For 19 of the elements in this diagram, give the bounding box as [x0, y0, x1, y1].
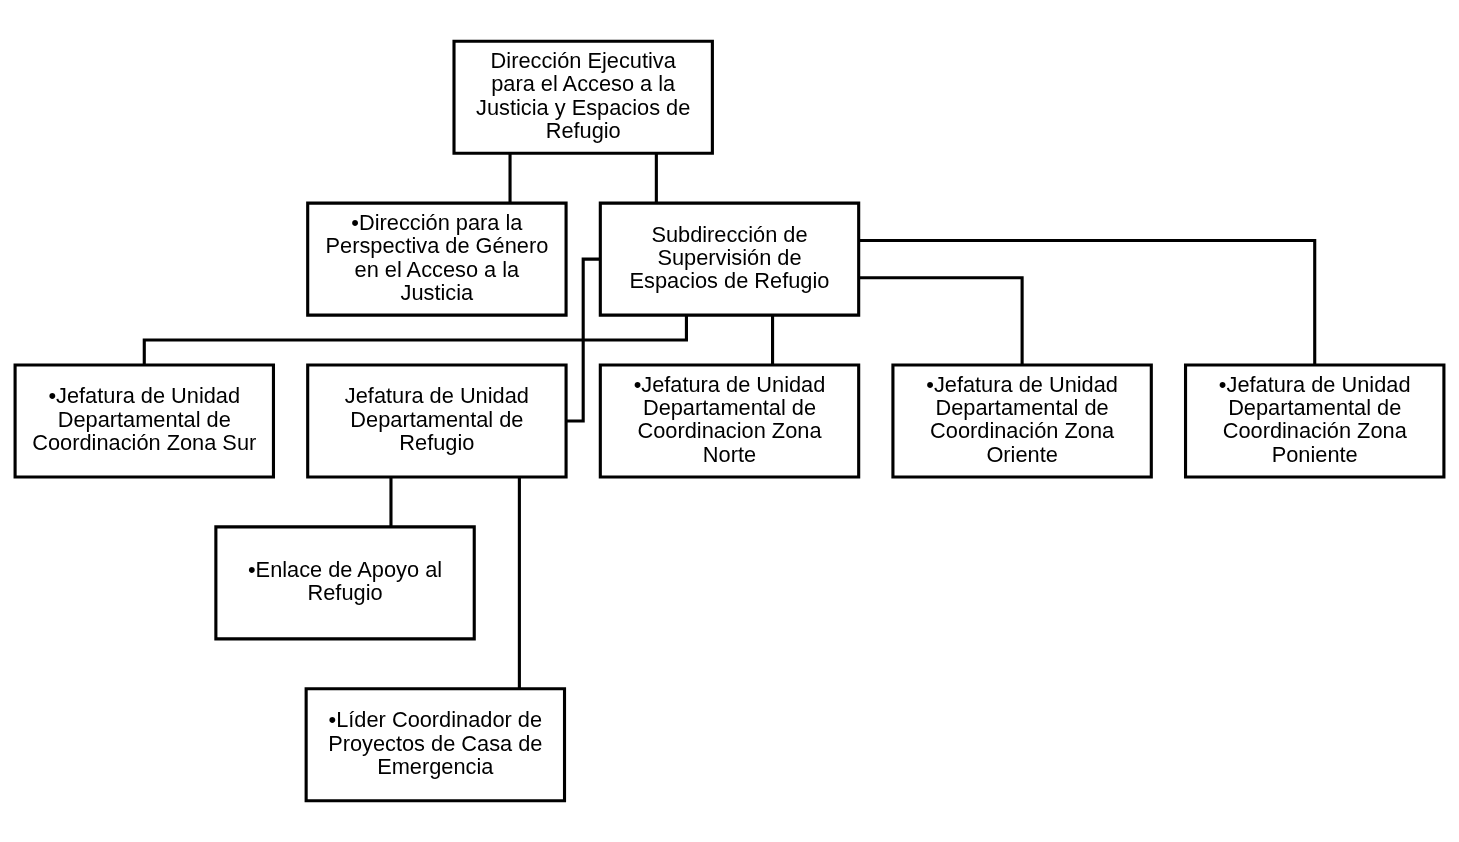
connector — [142, 315, 688, 365]
connector — [771, 315, 775, 365]
connector — [859, 238, 1317, 365]
node-box: Dirección Ejecutiva para el Acceso a la Justicia y Espacios de Refugio — [452, 39, 714, 155]
node-box: •Jefatura de Unidad Departamental de Coordinacion Zona Norte — [598, 363, 861, 479]
connector — [566, 257, 600, 423]
node-box: •Jefatura de Unidad Departamental de Coordinación Zona Oriente — [891, 363, 1153, 479]
connector — [517, 477, 521, 689]
node-box: Subdirección de Supervisión de Espacios de Refugio — [598, 201, 861, 317]
node-box: •Jefatura de Unidad Departamental de Coordinación Zona Sur — [13, 363, 275, 479]
node-box: •Dirección para la Perspectiva de Género en el Acceso a la Justicia — [306, 201, 568, 317]
node-box: •Líder Coordinador de Proyectos de Casa de Emergencia — [304, 687, 567, 803]
connector — [389, 477, 393, 527]
connector — [858, 276, 1024, 365]
node-box: •Jefatura de Unidad Departamental de Coordinación Zona Poniente — [1184, 363, 1446, 479]
node-box: Jefatura de Unidad Departamental de Refugio — [306, 363, 568, 479]
connector — [654, 153, 658, 204]
connector — [508, 153, 512, 204]
node-box: •Enlace de Apoyo al Refugio — [214, 525, 476, 641]
